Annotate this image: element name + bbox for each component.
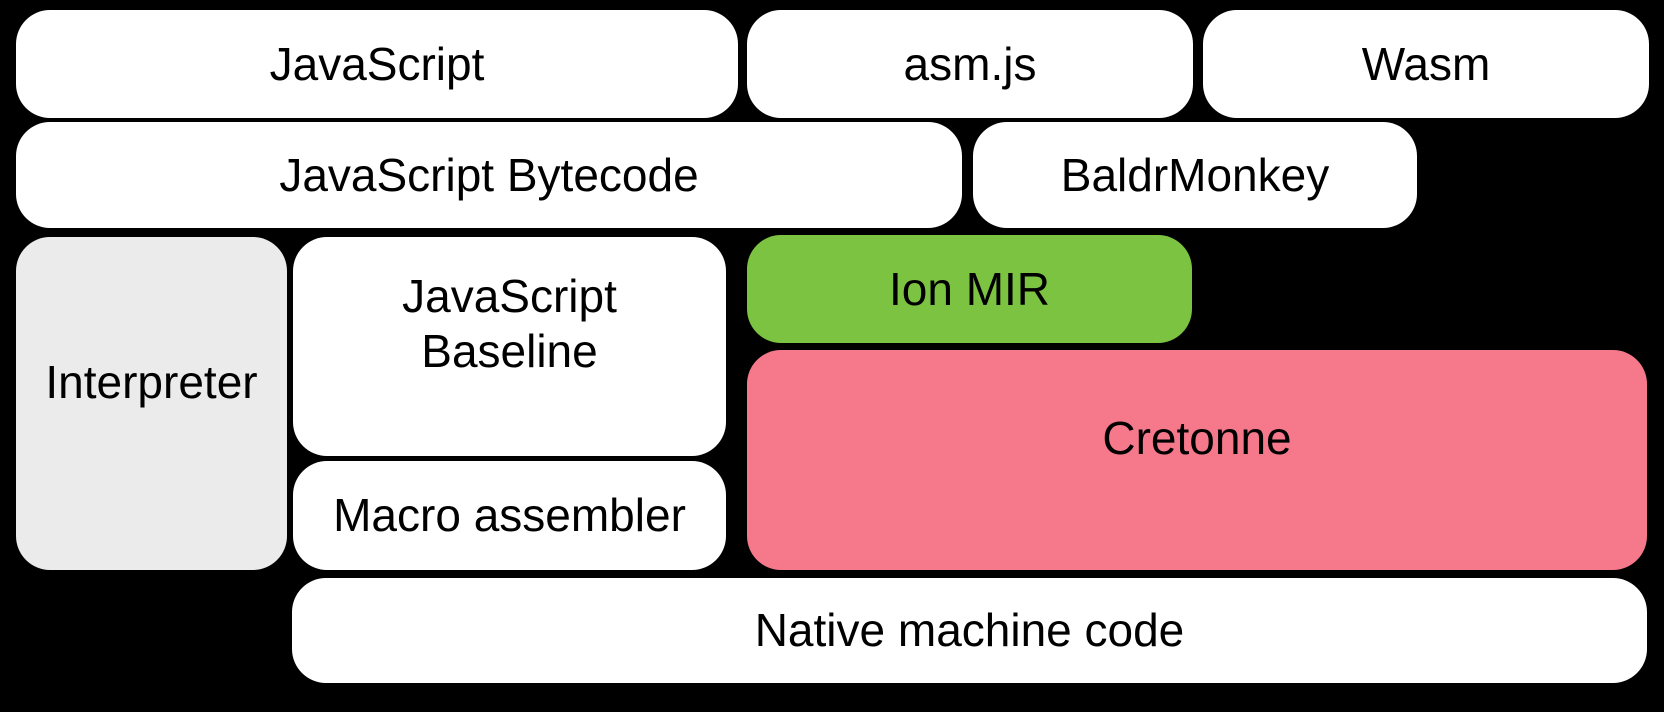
box-javascript: JavaScript [16,10,738,118]
box-native-machine-code: Native machine code [292,578,1647,683]
box-ion-mir: Ion MIR [747,235,1192,343]
box-javascript-baseline: JavaScript Baseline [293,237,726,456]
box-asmjs: asm.js [747,10,1193,118]
box-baldrmonkey: BaldrMonkey [973,122,1417,228]
box-wasm: Wasm [1203,10,1649,118]
box-cretonne: Cretonne [747,350,1647,570]
box-interpreter: Interpreter [16,237,287,570]
box-macro-assembler: Macro assembler [293,461,726,570]
box-javascript-bytecode: JavaScript Bytecode [16,122,962,228]
